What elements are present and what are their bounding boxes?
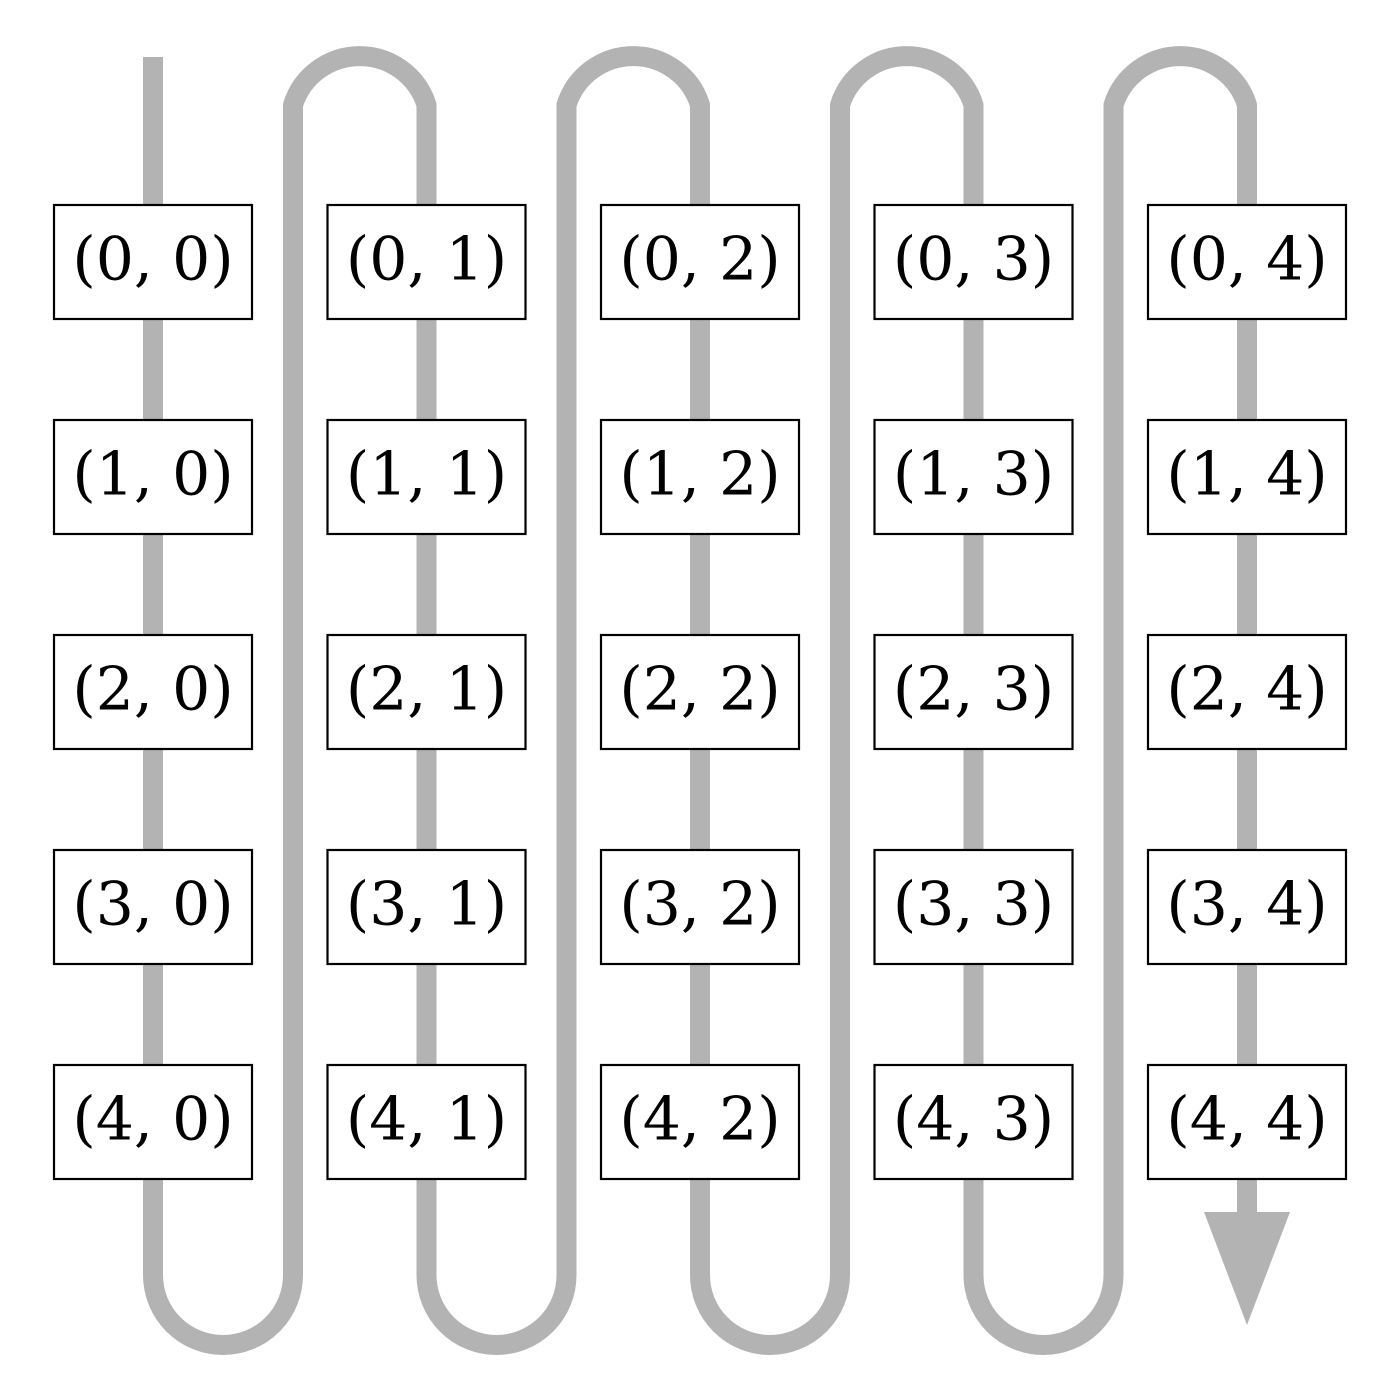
cell-box — [599, 633, 801, 751]
cell-label: (1, 1) — [346, 440, 507, 510]
cell-box — [52, 1063, 254, 1181]
arrow-head-icon — [1204, 1212, 1290, 1325]
cell-box — [1146, 1063, 1348, 1181]
cell: (2, 1) — [326, 633, 527, 751]
cell-box — [52, 633, 254, 751]
cell-box — [873, 633, 1074, 751]
cell: (2, 4) — [1146, 633, 1348, 751]
cell: (0, 2) — [599, 203, 801, 321]
cell: (3, 3) — [873, 848, 1074, 966]
cell-label: (3, 0) — [72, 870, 233, 940]
cell: (3, 4) — [1146, 848, 1348, 966]
cell: (3, 2) — [599, 848, 801, 966]
cell-label: (0, 4) — [1166, 225, 1327, 295]
cell: (3, 0) — [52, 848, 254, 966]
cell-box — [326, 203, 527, 321]
cell-label: (0, 3) — [893, 225, 1054, 295]
cell: (3, 1) — [326, 848, 527, 966]
cell-box — [52, 203, 254, 321]
cell: (4, 0) — [52, 1063, 254, 1181]
cell: (2, 3) — [873, 633, 1074, 751]
cell-grid: (0, 0) (0, 1) (0, 2) (0, 3) (0, 4) (1, 0) (1, … — [52, 203, 1348, 1181]
cell-box — [599, 848, 801, 966]
cell-label: (2, 3) — [893, 655, 1054, 725]
cell-label: (4, 1) — [346, 1085, 507, 1155]
cell-box — [326, 633, 527, 751]
cell-box — [1146, 203, 1348, 321]
cell: (1, 4) — [1146, 418, 1348, 536]
cell: (2, 0) — [52, 633, 254, 751]
cell: (0, 4) — [1146, 203, 1348, 321]
cell-box — [1146, 633, 1348, 751]
cell-box — [599, 203, 801, 321]
cell-box — [873, 418, 1074, 536]
cell-box — [326, 418, 527, 536]
cell-box — [599, 1063, 801, 1181]
cell-label: (2, 4) — [1166, 655, 1327, 725]
cell-box — [1146, 848, 1348, 966]
cell-box — [873, 203, 1074, 321]
cell-label: (3, 3) — [893, 870, 1054, 940]
cell: (0, 0) — [52, 203, 254, 321]
cell-label: (3, 1) — [346, 870, 507, 940]
cell-label: (0, 1) — [346, 225, 507, 295]
cell: (0, 3) — [873, 203, 1074, 321]
cell-label: (4, 2) — [619, 1085, 780, 1155]
cell-box — [599, 418, 801, 536]
cell: (4, 3) — [873, 1063, 1074, 1181]
cell-box — [326, 848, 527, 966]
cell-label: (4, 0) — [72, 1085, 233, 1155]
cell-label: (0, 0) — [72, 225, 233, 295]
cell: (0, 1) — [326, 203, 527, 321]
cell-label: (0, 2) — [619, 225, 780, 295]
cell-box — [326, 1063, 527, 1181]
cell-label: (2, 2) — [619, 655, 780, 725]
cell-label: (4, 4) — [1166, 1085, 1327, 1155]
cell-box — [52, 418, 254, 536]
cell: (4, 4) — [1146, 1063, 1348, 1181]
cell-label: (2, 0) — [72, 655, 233, 725]
cell: (1, 2) — [599, 418, 801, 536]
cell: (2, 2) — [599, 633, 801, 751]
cell-box — [873, 1063, 1074, 1181]
cell: (4, 2) — [599, 1063, 801, 1181]
cell: (1, 3) — [873, 418, 1074, 536]
cell: (4, 1) — [326, 1063, 527, 1181]
cell-label: (2, 1) — [346, 655, 507, 725]
cell-label: (3, 4) — [1166, 870, 1327, 940]
cell-box — [52, 848, 254, 966]
cell-label: (1, 3) — [893, 440, 1054, 510]
cell: (1, 1) — [326, 418, 527, 536]
cell-label: (1, 2) — [619, 440, 780, 510]
cell: (1, 0) — [52, 418, 254, 536]
cell-label: (4, 3) — [893, 1085, 1054, 1155]
cell-label: (3, 2) — [619, 870, 780, 940]
cell-label: (1, 4) — [1166, 440, 1327, 510]
cell-box — [873, 848, 1074, 966]
cell-label: (1, 0) — [72, 440, 233, 510]
cell-box — [1146, 418, 1348, 536]
